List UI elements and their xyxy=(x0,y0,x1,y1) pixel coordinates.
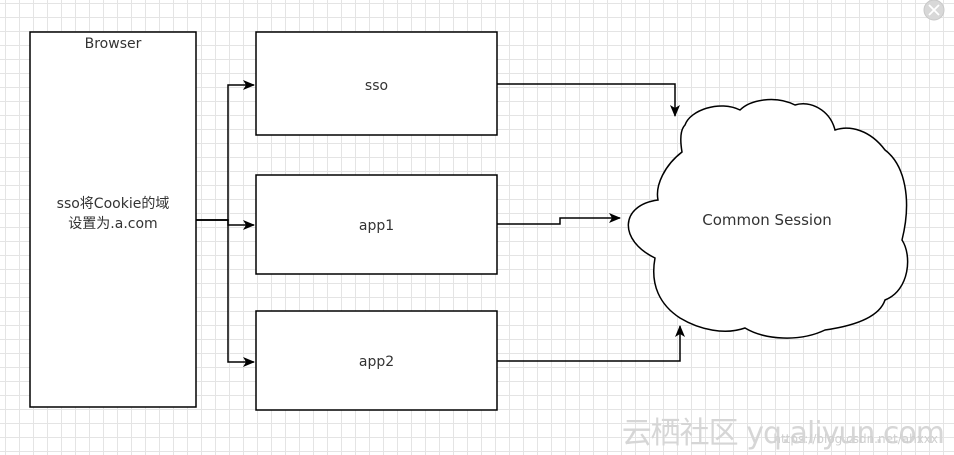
edge-app2-session xyxy=(497,325,685,362)
watermark-sub: https://blog.csdn.net/ahxxx xyxy=(773,432,938,446)
app2-box[interactable]: app2 xyxy=(255,310,498,411)
edge-browser-sso xyxy=(196,80,255,221)
browser-note-line1: sso将Cookie的域 xyxy=(57,196,170,212)
app2-label: app2 xyxy=(359,354,394,370)
common-session-cloud[interactable]: Common Session xyxy=(627,98,909,339)
edge-browser-app2 xyxy=(196,219,255,367)
app1-box[interactable]: app1 xyxy=(255,174,498,275)
browser-box[interactable]: Browser sso将Cookie的域 设置为.a.com xyxy=(29,31,197,408)
common-session-label: Common Session xyxy=(702,211,832,229)
session-connectors xyxy=(497,83,685,362)
browser-note-line2: 设置为.a.com xyxy=(68,216,157,232)
edge-sso-session xyxy=(497,83,680,117)
close-icon[interactable] xyxy=(923,0,945,21)
sso-box[interactable]: sso xyxy=(255,31,498,136)
app1-label: app1 xyxy=(359,218,394,234)
sso-label: sso xyxy=(365,78,388,94)
watermark: 云栖社区 yq.aliyun.com https://blog.csdn.net… xyxy=(614,416,945,451)
edge-app1-session xyxy=(497,213,621,225)
browser-title: Browser xyxy=(85,36,142,52)
browser-connectors xyxy=(196,80,255,367)
watermark-main: 云栖社区 yq.aliyun.com xyxy=(621,416,945,451)
